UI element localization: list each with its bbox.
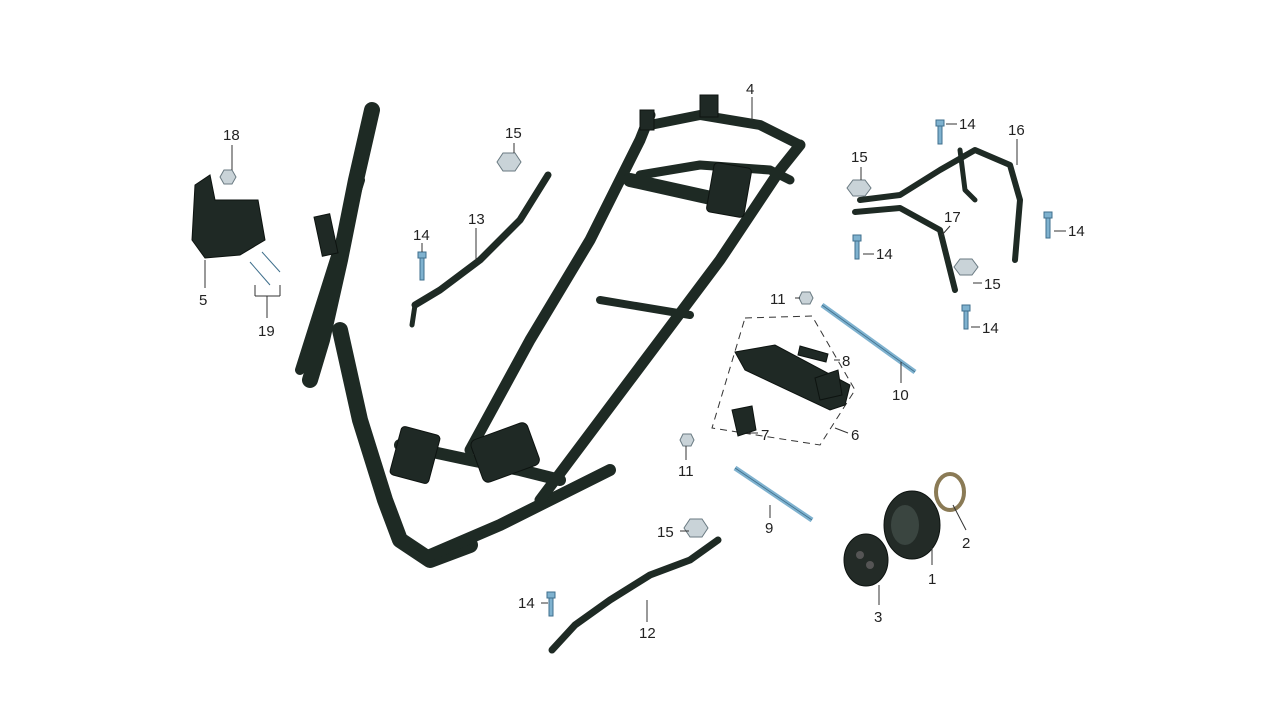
callout-2: 2 xyxy=(962,535,970,552)
nut-part-18 xyxy=(219,169,237,185)
engine-hanger-group xyxy=(711,315,856,446)
callout-1: 1 xyxy=(928,571,936,588)
nut-part-11-b xyxy=(679,433,695,447)
callout-10: 10 xyxy=(892,387,909,404)
nut-part-15-a xyxy=(496,152,522,172)
callout-4: 4 xyxy=(746,81,754,98)
callout-14-e: 14 xyxy=(982,320,999,337)
leader-lines xyxy=(204,97,1066,622)
callout-15-a: 15 xyxy=(505,125,522,142)
bolt-part-14-f xyxy=(546,591,556,617)
callout-13: 13 xyxy=(468,211,485,228)
callout-11-b: 11 xyxy=(678,463,694,480)
bolts-part-19 xyxy=(249,251,281,286)
callout-15-d: 15 xyxy=(657,524,674,541)
bushing-part-3 xyxy=(843,533,889,587)
bracket-part-5 xyxy=(191,174,266,259)
bolt-part-10 xyxy=(820,302,917,375)
callout-14-f: 14 xyxy=(518,595,535,612)
bolt-part-14-a xyxy=(417,251,427,281)
bolt-part-14-d xyxy=(1043,211,1053,239)
callout-labels: 1 2 3 4 5 6 7 8 9 10 11 11 12 13 14 14 1… xyxy=(199,81,1085,642)
clamp-part-2 xyxy=(934,472,966,512)
bolt-part-9 xyxy=(733,465,814,523)
bolt-part-14-b xyxy=(935,119,945,145)
callout-8: 8 xyxy=(842,353,850,370)
callout-15-c: 15 xyxy=(984,276,1001,293)
bar-part-13 xyxy=(409,171,552,328)
bolt-part-14-e xyxy=(961,304,971,330)
callout-17: 17 xyxy=(944,209,961,226)
callout-14-c: 14 xyxy=(876,246,893,263)
callout-14-a: 14 xyxy=(413,227,430,244)
nut-part-15-c xyxy=(953,258,979,276)
callout-6: 6 xyxy=(851,427,859,444)
nut-part-15-d xyxy=(683,518,709,538)
bar-part-12 xyxy=(548,536,722,654)
callout-7: 7 xyxy=(761,427,769,444)
callout-15-b: 15 xyxy=(851,149,868,166)
callout-3: 3 xyxy=(874,609,882,626)
bushing-part-1 xyxy=(883,490,941,560)
callout-11-a: 11 xyxy=(770,291,786,308)
callout-14-d: 14 xyxy=(1068,223,1085,240)
main-frame xyxy=(295,94,806,568)
nut-part-11-a xyxy=(798,291,814,305)
callout-18: 18 xyxy=(223,127,240,144)
callout-14-b: 14 xyxy=(959,116,976,133)
callout-9: 9 xyxy=(765,520,773,537)
callout-5: 5 xyxy=(199,292,207,309)
callout-12: 12 xyxy=(639,625,656,642)
bracket-part-16-17 xyxy=(852,147,1023,293)
bolt-part-14-c xyxy=(852,234,862,260)
callout-19: 19 xyxy=(258,323,275,340)
nut-part-15-b xyxy=(846,179,872,197)
callout-16: 16 xyxy=(1008,122,1025,139)
